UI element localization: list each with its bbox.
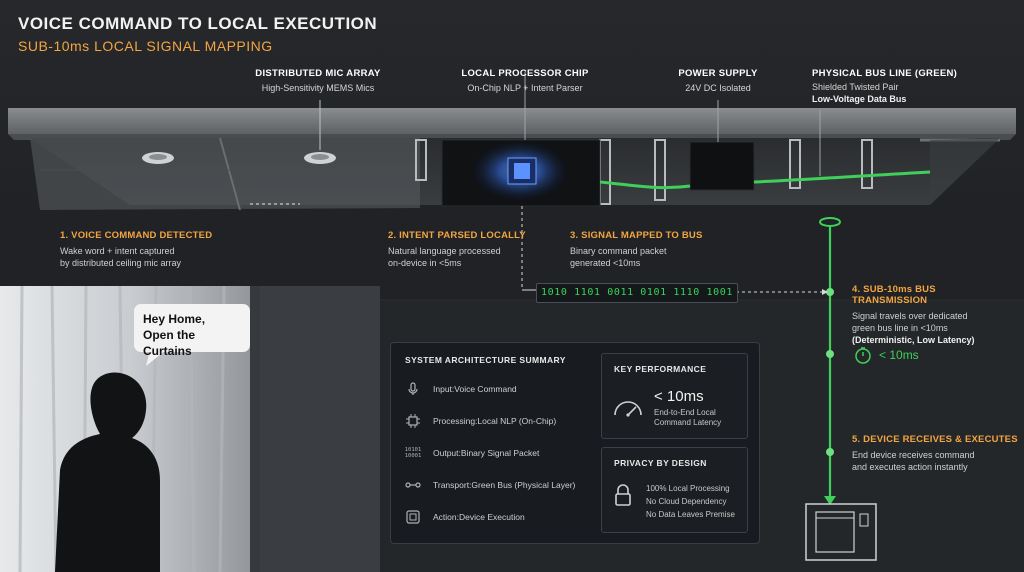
summary-title: SYSTEM ARCHITECTURE SUMMARY: [405, 355, 566, 365]
summary-row-transport: Transport: Green Bus (Physical Layer): [405, 477, 601, 493]
bus-timer-value: < 10ms: [879, 348, 919, 362]
privacy-title: PRIVACY BY DESIGN: [614, 458, 707, 468]
summary-list: Input: Voice Command Processing: Local N…: [405, 381, 601, 525]
step-2-line-1: Natural language processed: [388, 246, 501, 256]
summary-processing-label: Processing:: [433, 416, 478, 426]
binary-packet: 1010 1101 0011 0101 1110 1001: [536, 283, 738, 303]
summary-input-value: Voice Command: [454, 384, 517, 394]
chip-icon: [405, 413, 421, 429]
step-5: 5. DEVICE RECEIVES & EXECUTES End device…: [852, 434, 1020, 473]
mic-icon: [405, 381, 421, 397]
summary-transport-label: Transport:: [433, 480, 472, 490]
power-desc: 24V DC Isolated: [685, 83, 751, 93]
summary-action-value: Device Execution: [459, 512, 525, 522]
architecture-summary-panel: SYSTEM ARCHITECTURE SUMMARY Input: Voice…: [390, 342, 760, 544]
binary-icon: 10101 10001: [404, 447, 422, 459]
cable-icon: [405, 477, 421, 493]
mic-array-desc: High-Sensitivity MEMS Mics: [261, 83, 375, 93]
label-mic-array: DISTRIBUTED MIC ARRAY High-Sensitivity M…: [228, 68, 408, 94]
label-power: POWER SUPPLY 24V DC Isolated: [664, 68, 772, 94]
speech-bubble: Hey Home, Open the Curtains: [134, 304, 250, 358]
key-performance-line-2: Command Latency: [654, 418, 722, 427]
summary-row-input: Input: Voice Command: [405, 381, 601, 397]
step-2-line-2: on-device in <5ms: [388, 258, 462, 268]
bus-desc-1: Shielded Twisted Pair: [812, 82, 899, 92]
key-performance-value: < 10ms: [654, 388, 704, 405]
summary-action-label: Action:: [433, 512, 459, 522]
summary-row-output: 10101 10001 Output: Binary Signal Packet: [405, 445, 601, 461]
summary-transport-value: Green Bus (Physical Layer): [471, 480, 576, 490]
step-1-line-2: by distributed ceiling mic array: [60, 258, 182, 268]
bus-title: PHYSICAL BUS LINE (GREEN): [812, 68, 958, 79]
gauge-icon: [614, 401, 642, 417]
stopwatch-icon: [855, 347, 871, 364]
lock-icon: [615, 484, 631, 506]
key-performance-title: KEY PERFORMANCE: [614, 364, 707, 374]
page-title: VOICE COMMAND TO LOCAL EXECUTION: [18, 14, 378, 33]
summary-row-action: Action: Device Execution: [405, 509, 601, 525]
privacy-line-3: No Data Leaves Premise: [646, 510, 735, 519]
step-1-line-1: Wake word + intent captured: [60, 246, 175, 256]
step-4: 4. SUB-10ms BUS TRANSMISSION Signal trav…: [852, 284, 1012, 346]
label-bus: PHYSICAL BUS LINE (GREEN) Shielded Twist…: [812, 68, 962, 105]
step-3: 3. SIGNAL MAPPED TO BUS Binary command p…: [570, 230, 720, 269]
mic-array-title: DISTRIBUTED MIC ARRAY: [255, 68, 381, 79]
step-3-title: 3. SIGNAL MAPPED TO BUS: [570, 230, 703, 241]
step-2-title: 2. INTENT PARSED LOCALLY: [388, 230, 526, 241]
key-performance-line-1: End-to-End Local: [654, 408, 716, 417]
step-4-title: 4. SUB-10ms BUS TRANSMISSION: [852, 284, 936, 306]
step-4-line-3: (Deterministic, Low Latency): [852, 335, 975, 345]
summary-output-label: Output:: [433, 448, 461, 458]
step-4-line-2: green bus line in <10ms: [852, 323, 948, 333]
processor-title: LOCAL PROCESSOR CHIP: [461, 68, 589, 79]
step-1-title: 1. VOICE COMMAND DETECTED: [60, 230, 213, 241]
bus-desc-2: Low-Voltage Data Bus: [812, 94, 907, 104]
key-performance-card: KEY PERFORMANCE < 10ms End-to-End Local …: [601, 353, 748, 439]
summary-processing-value: Local NLP (On-Chip): [477, 416, 557, 426]
device-icon: [405, 509, 421, 525]
summary-input-label: Input:: [433, 384, 455, 394]
summary-row-processing: Processing: Local NLP (On-Chip): [405, 413, 601, 429]
page-subtitle: SUB-10ms LOCAL SIGNAL MAPPING: [18, 38, 273, 54]
summary-output-value: Binary Signal Packet: [460, 448, 540, 458]
step-3-line-1: Binary command packet: [570, 246, 667, 256]
step-5-line-1: End device receives command: [852, 450, 975, 460]
speech-line-2: Open the Curtains: [143, 328, 196, 358]
step-4-line-1: Signal travels over dedicated: [852, 311, 968, 321]
step-2: 2. INTENT PARSED LOCALLY Natural languag…: [388, 230, 538, 269]
step-3-line-2: generated <10ms: [570, 258, 641, 268]
bus-timer: < 10ms: [854, 346, 919, 364]
step-5-line-2: and executes action instantly: [852, 462, 968, 472]
power-title: POWER SUPPLY: [678, 68, 758, 79]
privacy-card: PRIVACY BY DESIGN 100% Local Processing …: [601, 447, 748, 533]
privacy-line-2: No Cloud Dependency: [646, 497, 727, 506]
processor-desc: On-Chip NLP + Intent Parser: [467, 83, 583, 93]
step-1: 1. VOICE COMMAND DETECTED Wake word + in…: [60, 230, 260, 269]
speech-line-1: Hey Home,: [143, 312, 206, 326]
label-processor: LOCAL PROCESSOR CHIP On-Chip NLP + Inten…: [440, 68, 610, 94]
step-5-title: 5. DEVICE RECEIVES & EXECUTES: [852, 434, 1018, 445]
privacy-line-1: 100% Local Processing: [646, 484, 730, 493]
